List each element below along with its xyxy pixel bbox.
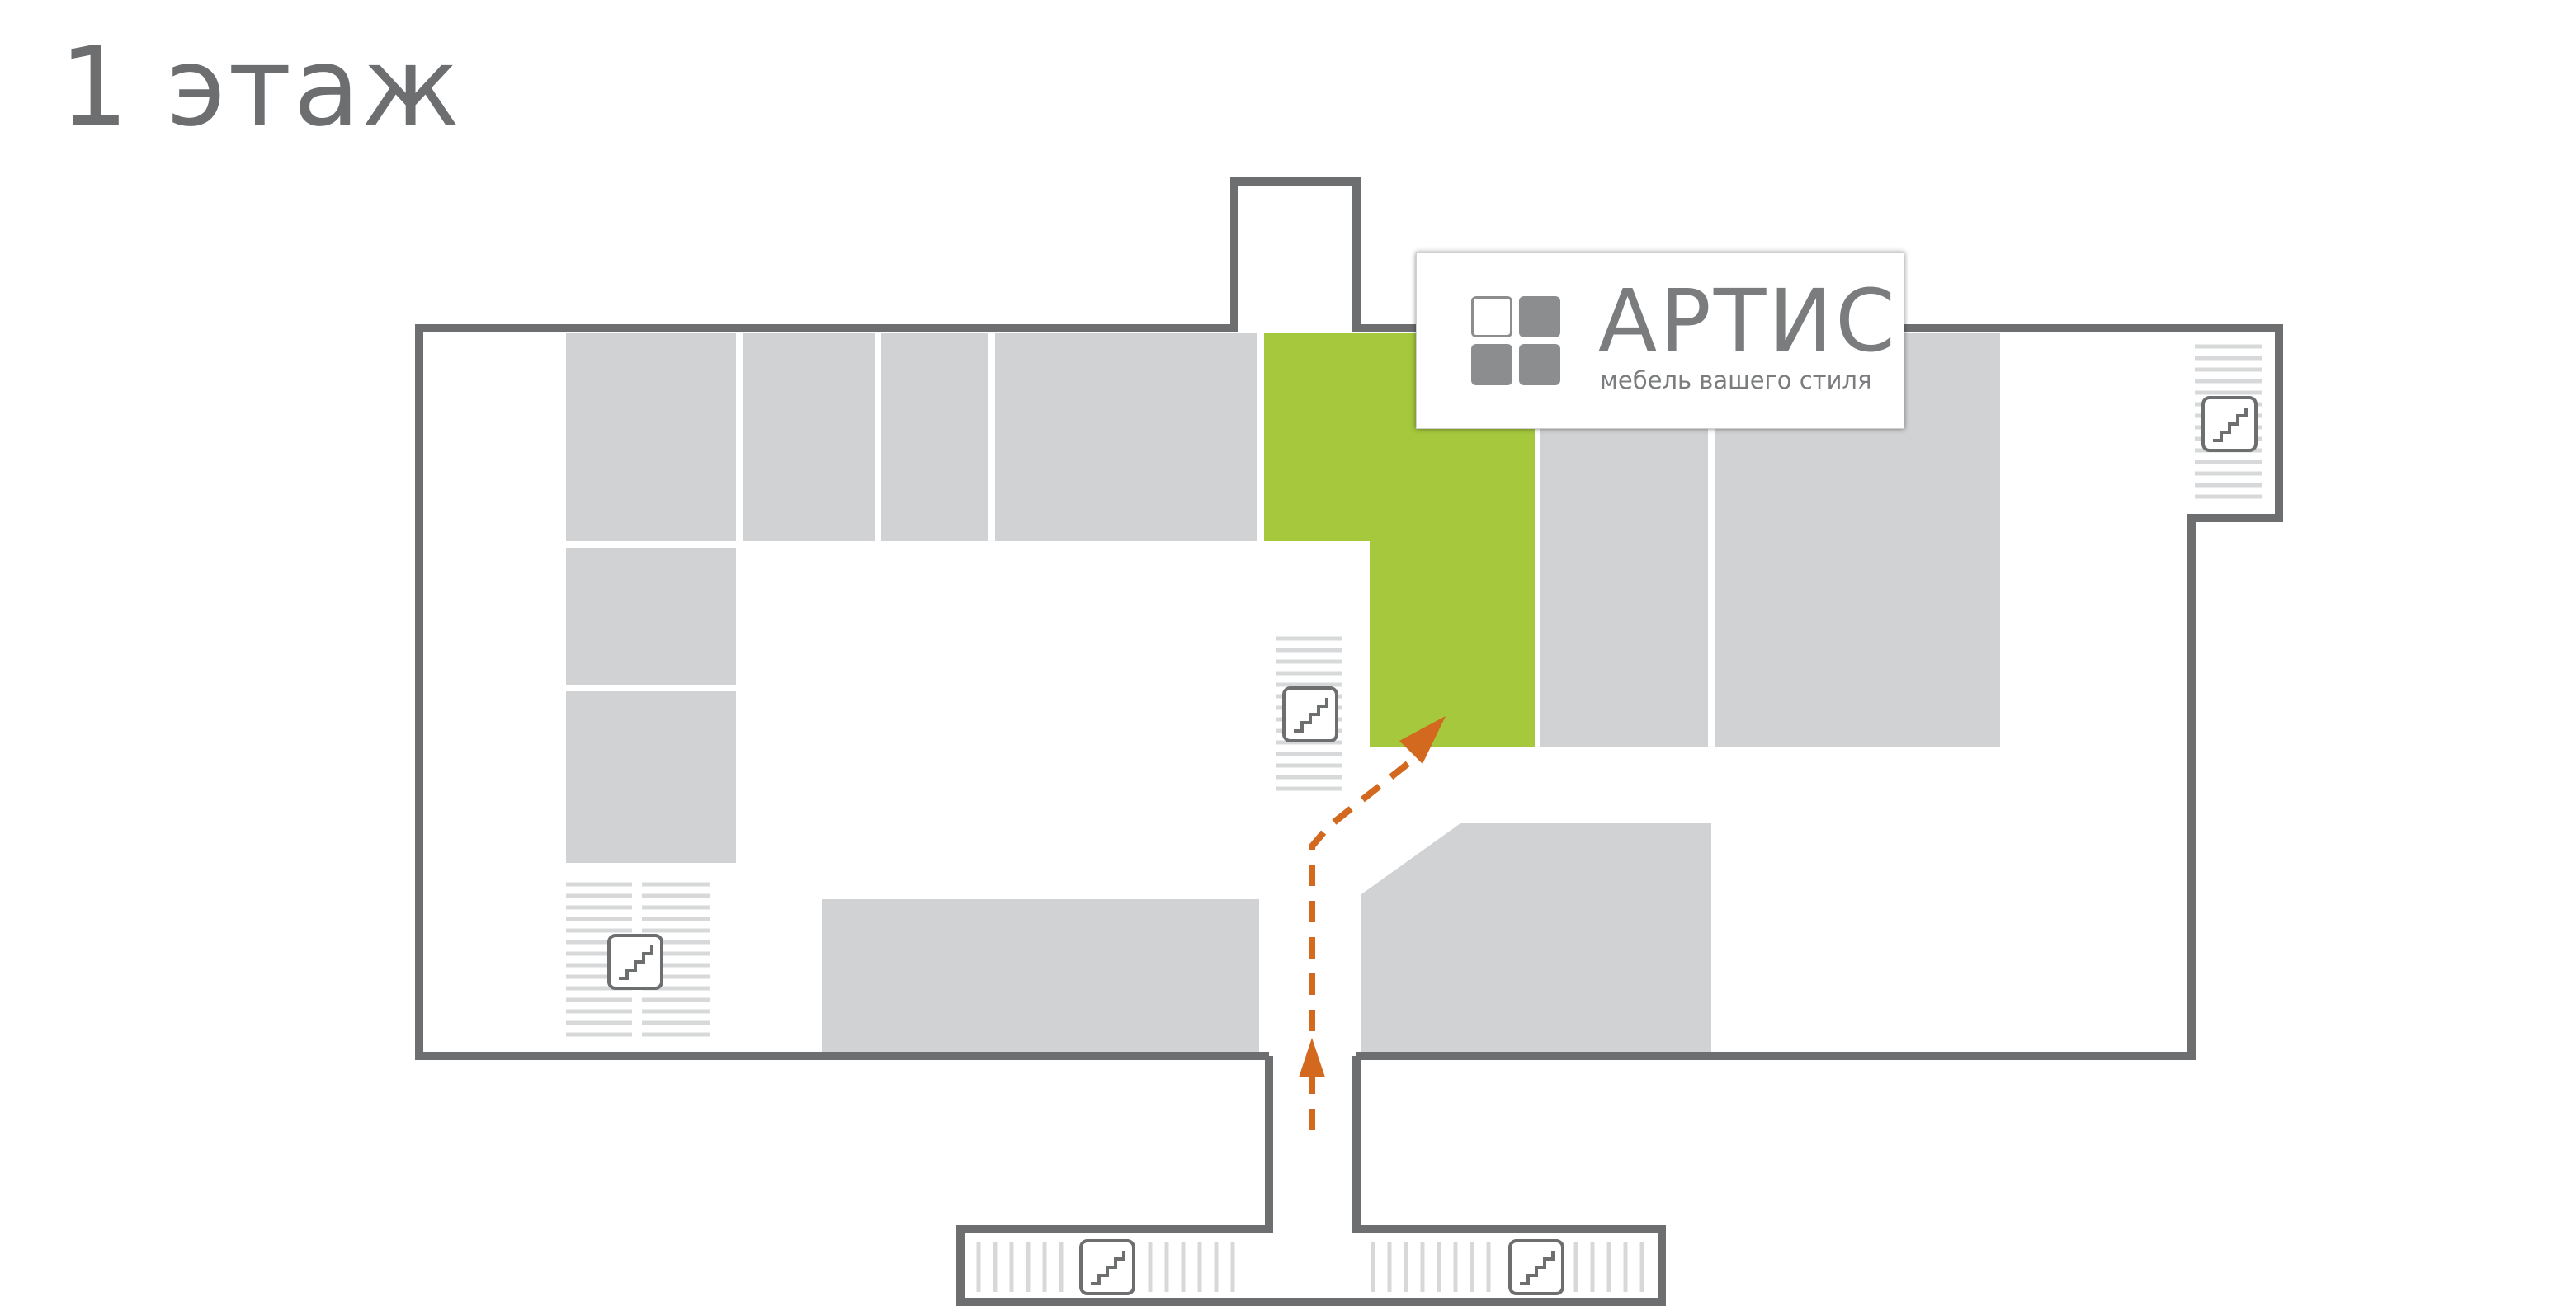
route-dashed-line	[1309, 754, 1418, 1031]
shop-unit	[822, 899, 1259, 1053]
stairs-icon	[1079, 1239, 1135, 1295]
store-tagline: мебель вашего стиля	[1600, 366, 1872, 394]
shop-unit	[566, 333, 736, 541]
floor-title: 1 этаж	[59, 24, 462, 151]
shop-unit	[743, 333, 875, 541]
shop-unit	[995, 333, 1257, 541]
shop-unit	[881, 333, 988, 541]
route-arrowhead-up	[1299, 1038, 1325, 1077]
walls	[415, 177, 2283, 1306]
highlighted-store-artis	[1264, 333, 1535, 747]
outer-wall-right	[1356, 324, 2283, 1060]
stairs-icon	[2201, 396, 2258, 452]
shop-unit	[566, 691, 736, 863]
stairs-icon	[1282, 686, 1338, 742]
corridor-wall-left	[956, 1056, 1666, 1306]
route-arrow	[1299, 716, 1446, 1130]
stairs-icon	[607, 934, 663, 990]
shop-units	[566, 333, 2000, 1053]
shop-unit	[1361, 823, 1711, 1053]
stairs-icon	[1508, 1239, 1564, 1295]
stairs-bottom-left	[976, 1242, 1235, 1292]
outer-wall	[415, 177, 1416, 1060]
store-name: АРТИС	[1598, 271, 1898, 371]
route-arrowhead-target	[1399, 716, 1446, 764]
stairs-bottom-right	[1371, 1242, 1644, 1292]
shop-unit	[566, 548, 736, 685]
four-squares-logo-icon	[1471, 296, 1562, 387]
stairs-icons	[607, 396, 2258, 1295]
store-logo-card[interactable]: АРТИС мебель вашего стиля	[1416, 252, 1904, 429]
